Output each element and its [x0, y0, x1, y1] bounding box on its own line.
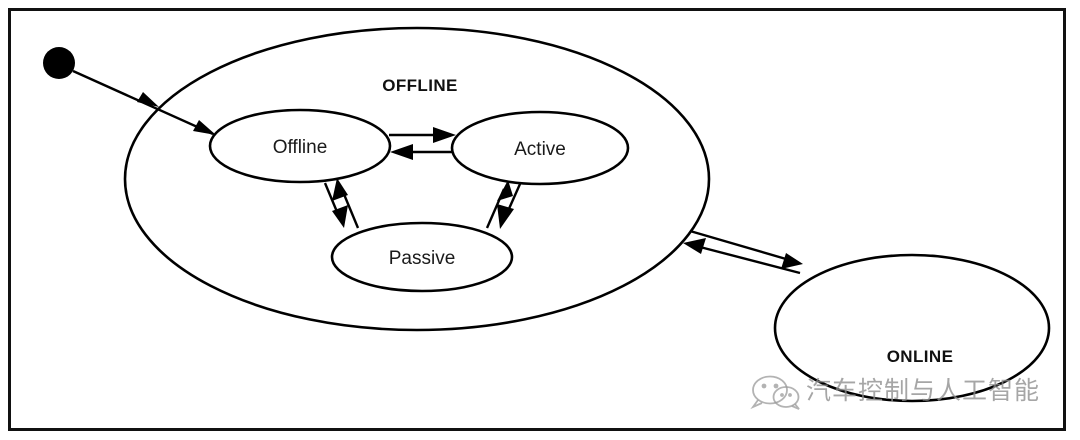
watermark-label: 汽车控制与人工智能 — [806, 376, 1040, 405]
passive-state-ellipse — [330, 221, 514, 293]
wechat-logo-icon — [750, 375, 800, 410]
initial-transition-arrowhead-region — [137, 92, 159, 107]
passive-to-active-arrowhead — [497, 180, 513, 201]
online-to-offline-line — [699, 245, 801, 275]
active-state-ellipse — [450, 110, 630, 186]
active-to-offline-arrowhead — [390, 144, 413, 160]
online-region-ellipse — [773, 253, 1051, 403]
offline-state-label: Offline — [273, 137, 328, 158]
initial-transition-arrowhead-state — [193, 120, 216, 135]
offline-to-passive-arrowhead — [332, 205, 348, 228]
offline-region-label: OFFLINE — [382, 76, 458, 95]
active-state-label: Active — [514, 139, 566, 160]
passive-to-offline-arrowhead — [332, 178, 348, 201]
initial-pseudostate-dot — [43, 47, 75, 79]
offline-to-online-line — [689, 229, 787, 261]
online-region-label: ONLINE — [887, 347, 954, 366]
online-to-offline-arrowhead — [683, 238, 706, 254]
offline-to-online-arrowhead — [781, 253, 803, 269]
active-to-passive-arrowhead — [497, 204, 514, 229]
passive-state-label: Passive — [389, 248, 456, 269]
offline-state-ellipse — [208, 108, 392, 184]
outer-border — [8, 8, 1066, 431]
offline-to-active-arrowhead — [433, 127, 456, 143]
offline-region-ellipse — [123, 26, 711, 332]
